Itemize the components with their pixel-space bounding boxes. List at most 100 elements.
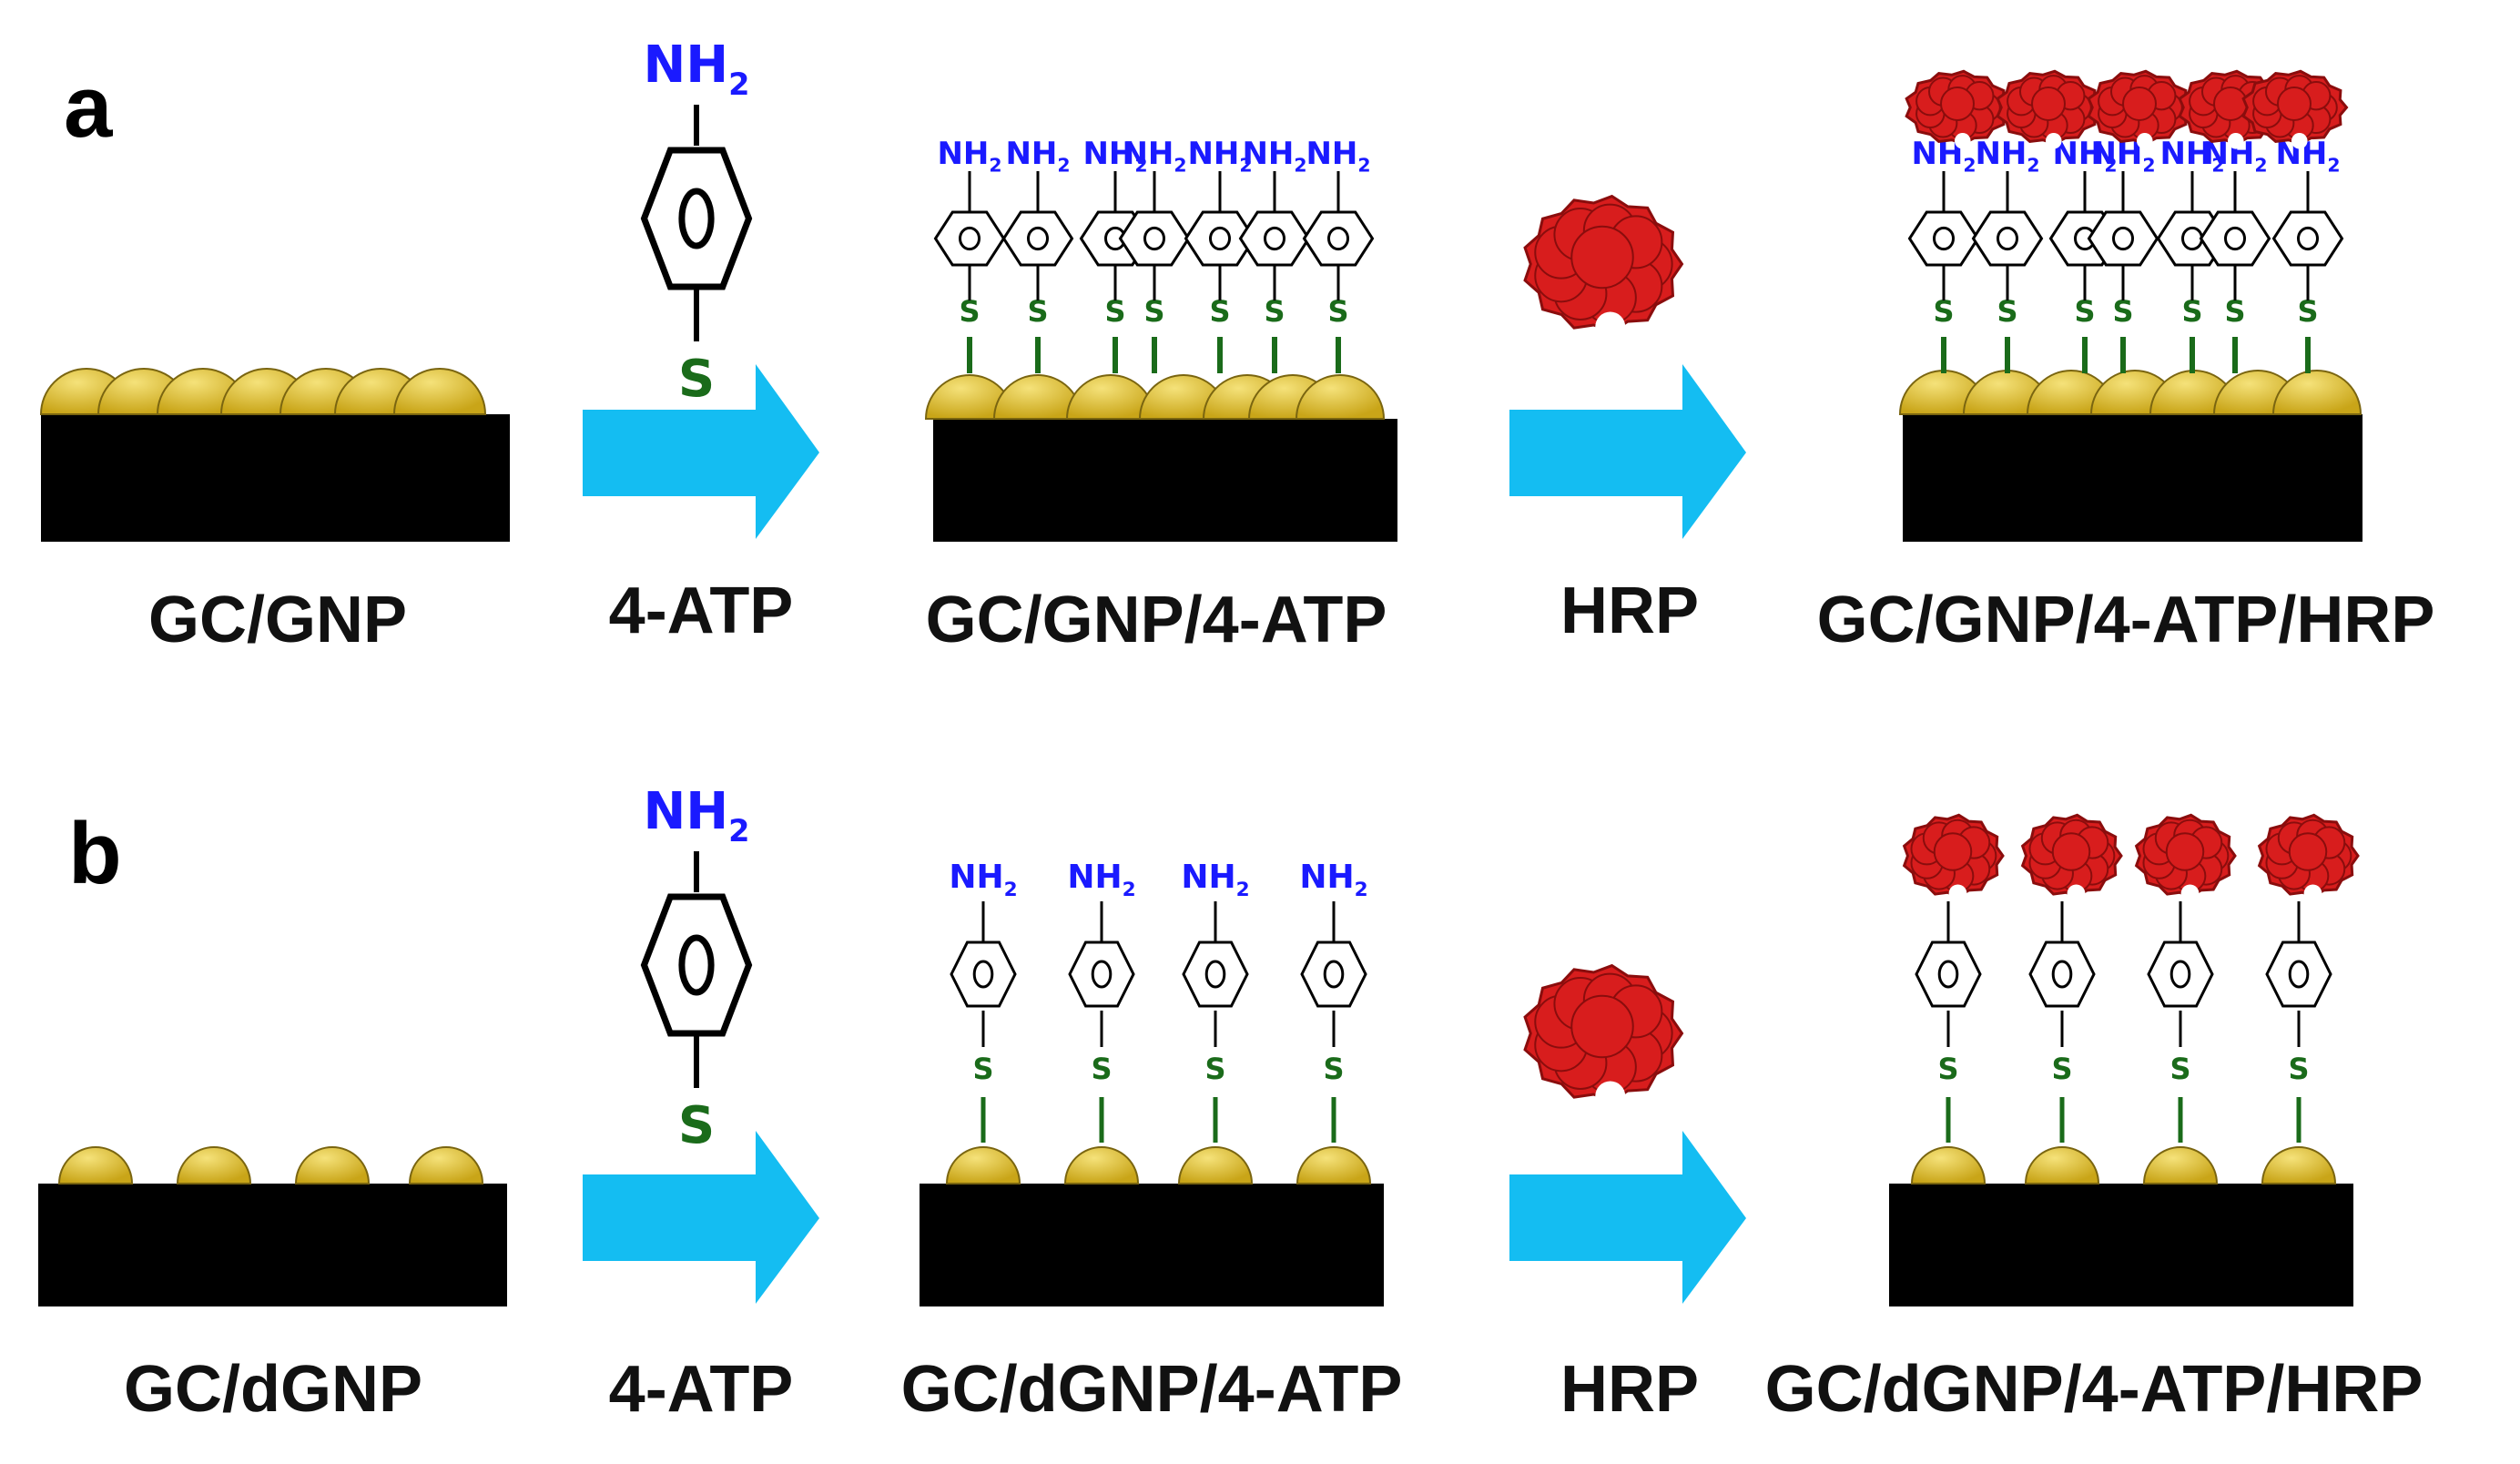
gold-nanoparticle	[1910, 1146, 1987, 1184]
sulfur-label: S	[2074, 294, 2095, 329]
hrp-protein-icon	[2087, 69, 2194, 149]
substrate-a2	[933, 419, 1397, 542]
gold-nanoparticle	[408, 1146, 484, 1184]
hrp-protein-icon	[1902, 813, 2005, 903]
benzene-ring-icon	[1971, 210, 2044, 267]
amine-label: NH2	[1067, 859, 1135, 901]
sulfur-label: S	[1327, 294, 1348, 329]
sulfur-label: S	[678, 350, 715, 409]
sulfur-label: S	[1209, 294, 1230, 329]
gold-nanoparticle	[2142, 1146, 2219, 1184]
label-gc-gnp-4atp-hrp: GC/GNP/4-ATP/HRP	[1817, 584, 2435, 656]
panel-a-letter: a	[64, 58, 113, 156]
sulfur-label: S	[959, 294, 980, 329]
amine-label: NH2	[643, 36, 749, 102]
label-gc-gnp: GC/GNP	[148, 584, 407, 656]
label-gc-dgnp-4atp: GC/dGNP/4-ATP	[901, 1353, 1403, 1426]
sulfur-label: S	[1104, 294, 1125, 329]
label-gc-dgnp: GC/dGNP	[124, 1353, 422, 1426]
sulfur-label: S	[2169, 1052, 2190, 1086]
benzene-ring-icon	[1300, 940, 1367, 1008]
label-gc-gnp-4atp: GC/GNP/4-ATP	[926, 584, 1387, 656]
right-arrow-icon	[583, 1131, 819, 1304]
benzene-ring-icon	[1907, 210, 1980, 267]
amine-label: NH2	[643, 782, 749, 849]
sulfur-label: S	[1933, 294, 1954, 329]
benzene-ring-icon	[1238, 210, 1311, 267]
hrp-protein-icon	[2020, 813, 2123, 903]
gold-nanoparticle	[2024, 1146, 2100, 1184]
amine-label: NH2	[1005, 136, 1070, 177]
gold-nanoparticle	[2271, 370, 2362, 415]
substrate-a1	[41, 414, 510, 542]
sulfur-label: S	[2297, 294, 2318, 329]
gold-nanoparticle	[57, 1146, 134, 1184]
gold-nanoparticle	[945, 1146, 1021, 1184]
benzene-ring-icon	[2147, 940, 2214, 1008]
gold-nanoparticle	[392, 368, 487, 415]
benzene-ring-icon	[640, 893, 753, 1037]
amine-label: NH2	[1242, 136, 1306, 177]
sulfur-label: S	[1143, 294, 1164, 329]
hrp-protein-icon	[2241, 69, 2349, 149]
substrate-b1	[38, 1184, 507, 1306]
benzene-ring-icon	[2028, 940, 2096, 1008]
panel-b-letter: b	[68, 805, 122, 902]
gold-nanoparticle	[1296, 1146, 1372, 1184]
hrp-protein-icon	[1523, 194, 1684, 342]
gold-nanoparticle	[1177, 1146, 1254, 1184]
gold-nanoparticle	[1063, 1146, 1140, 1184]
hrp-protein-icon	[1523, 963, 1684, 1112]
amine-label: NH2	[1122, 136, 1186, 177]
sulfur-label: S	[2051, 1052, 2072, 1086]
label-4atp-b: 4-ATP	[609, 1353, 794, 1426]
hrp-protein-icon	[2134, 813, 2237, 903]
sulfur-label: S	[1997, 294, 2017, 329]
sulfur-label: S	[1323, 1052, 1344, 1086]
hrp-protein-icon	[1996, 69, 2103, 149]
gold-nanoparticle	[294, 1146, 371, 1184]
amine-label: NH2	[1181, 859, 1249, 901]
benzene-ring-icon	[2199, 210, 2271, 267]
amine-label: NH2	[937, 136, 1001, 177]
benzene-ring-icon	[933, 210, 1006, 267]
benzene-ring-icon	[1915, 940, 1982, 1008]
benzene-ring-icon	[640, 147, 753, 290]
right-arrow-icon	[1509, 1131, 1746, 1304]
label-gc-dgnp-4atp-hrp: GC/dGNP/4-ATP/HRP	[1765, 1353, 2423, 1426]
benzene-ring-icon	[1302, 210, 1375, 267]
label-4atp-a: 4-ATP	[609, 574, 794, 647]
benzene-ring-icon	[1184, 210, 1256, 267]
substrate-a3	[1903, 414, 2362, 542]
hrp-protein-icon	[1905, 69, 2012, 149]
sulfur-label: S	[2288, 1052, 2309, 1086]
amine-label: NH2	[2159, 136, 2224, 177]
right-arrow-icon	[583, 364, 819, 539]
amine-label: NH2	[1911, 136, 1976, 177]
gold-nanoparticle	[2261, 1146, 2337, 1184]
label-hrp-b: HRP	[1560, 1353, 1699, 1426]
benzene-ring-icon	[1001, 210, 1074, 267]
amine-label: NH2	[1306, 136, 1370, 177]
sulfur-label: S	[1091, 1052, 1112, 1086]
sulfur-label: S	[2112, 294, 2133, 329]
label-hrp-a: HRP	[1560, 574, 1699, 647]
amine-label: NH2	[1299, 859, 1367, 901]
right-arrow-icon	[1509, 364, 1746, 539]
sulfur-label: S	[1027, 294, 1048, 329]
amine-label: NH2	[2052, 136, 2117, 177]
benzene-ring-icon	[2271, 210, 2344, 267]
sulfur-label: S	[1204, 1052, 1225, 1086]
sulfur-label: S	[1264, 294, 1285, 329]
sulfur-label: S	[972, 1052, 993, 1086]
substrate-b3	[1889, 1184, 2353, 1306]
hrp-protein-icon	[2257, 813, 2360, 903]
substrate-b2	[920, 1184, 1384, 1306]
sulfur-label: S	[2181, 294, 2202, 329]
gold-nanoparticle	[1295, 374, 1386, 420]
sulfur-label: S	[678, 1096, 715, 1155]
benzene-ring-icon	[2265, 940, 2332, 1008]
benzene-ring-icon	[1182, 940, 1249, 1008]
gold-nanoparticle	[176, 1146, 252, 1184]
